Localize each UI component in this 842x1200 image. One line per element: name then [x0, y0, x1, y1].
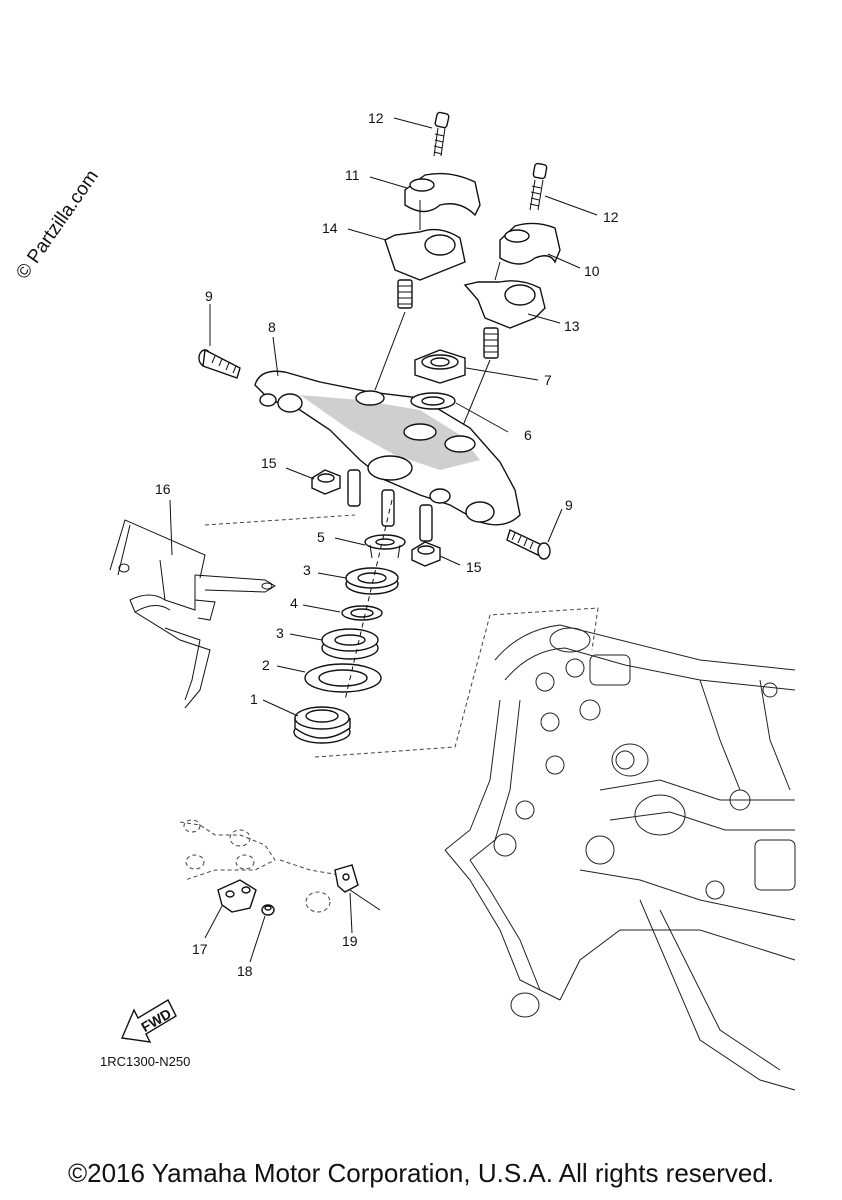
callout-14: 14 — [322, 220, 338, 236]
steering-bearing-stack — [293, 499, 406, 744]
callout-16: 16 — [155, 481, 171, 497]
fwd-arrow-icon: FWD — [120, 999, 177, 1043]
callout-3-lower: 3 — [276, 625, 284, 641]
callout-1: 1 — [250, 691, 258, 707]
bolt-9-left — [198, 348, 241, 379]
callout-8: 8 — [268, 319, 276, 335]
nut-15-right — [411, 541, 441, 567]
callout-13: 13 — [564, 318, 580, 334]
callout-7: 7 — [544, 372, 552, 388]
leader-lines — [169, 117, 598, 963]
callout-9-right: 9 — [565, 497, 573, 513]
callout-4: 4 — [290, 595, 298, 611]
callout-15-left: 15 — [261, 455, 277, 471]
copyright-notice: ©2016 Yamaha Motor Corporation, U.S.A. A… — [67, 1158, 775, 1188]
dashed-reference-outline — [314, 607, 599, 758]
bolt-9-right — [506, 529, 551, 560]
callout-3-upper: 3 — [303, 562, 311, 578]
callout-17: 17 — [192, 941, 208, 957]
upper-bracket — [254, 370, 521, 542]
callout-12-right: 12 — [603, 209, 619, 225]
right-handlebar-assembly — [454, 162, 561, 446]
diagram-code: 1RC1300-N250 — [100, 1054, 191, 1069]
callout-9-left: 9 — [205, 288, 213, 304]
callout-10: 10 — [584, 263, 600, 279]
washer-6 — [410, 392, 456, 410]
stay-bracket-16 — [109, 514, 356, 709]
callout-12-left: 12 — [368, 110, 384, 126]
nut-7 — [414, 349, 466, 384]
frame-illustration — [444, 624, 796, 1091]
callout-19: 19 — [342, 933, 358, 949]
callout-15-right: 15 — [466, 559, 482, 575]
callout-5: 5 — [317, 529, 325, 545]
callout-11: 11 — [345, 167, 360, 183]
callout-2: 2 — [262, 657, 270, 673]
lower-detail-assembly — [179, 819, 381, 916]
nut-15-left — [311, 469, 341, 495]
callout-18: 18 — [237, 963, 253, 979]
left-handlebar-assembly — [374, 111, 481, 391]
callout-labels: 12 11 14 12 10 13 9 8 7 6 15 16 9 5 15 3… — [155, 110, 619, 979]
callout-6: 6 — [524, 427, 532, 443]
